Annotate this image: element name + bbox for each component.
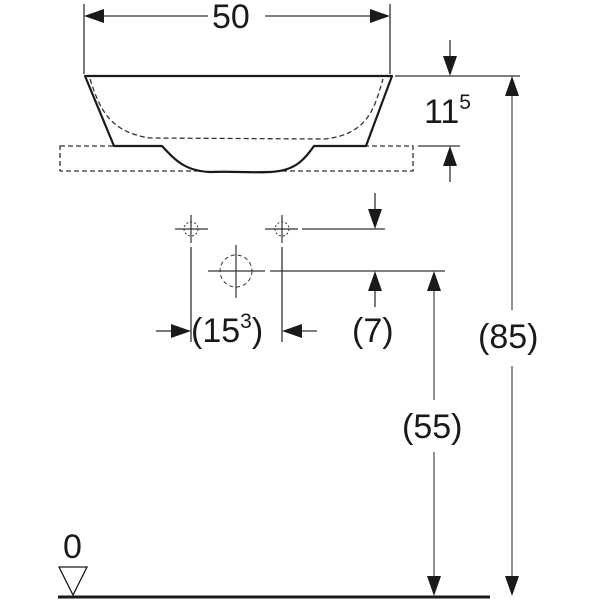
tap-hole-right [265, 215, 298, 243]
waste-height-label: (55) [402, 408, 463, 446]
basin-inner-bowl [89, 78, 384, 140]
tap-hole-spacing-label: (153) [191, 310, 264, 350]
waste-outlet [208, 245, 265, 298]
tap-hole-left [175, 215, 208, 243]
width-dimension-label: 50 [212, 0, 250, 36]
total-height-label: (85) [478, 318, 539, 356]
basin-height-dimension-label: 115 [424, 91, 471, 131]
floor-level-marker-icon [57, 566, 89, 597]
floor-level-label: 0 [63, 528, 82, 566]
basin-outline [83, 74, 394, 174]
waste-offset-label: (7) [352, 312, 394, 350]
